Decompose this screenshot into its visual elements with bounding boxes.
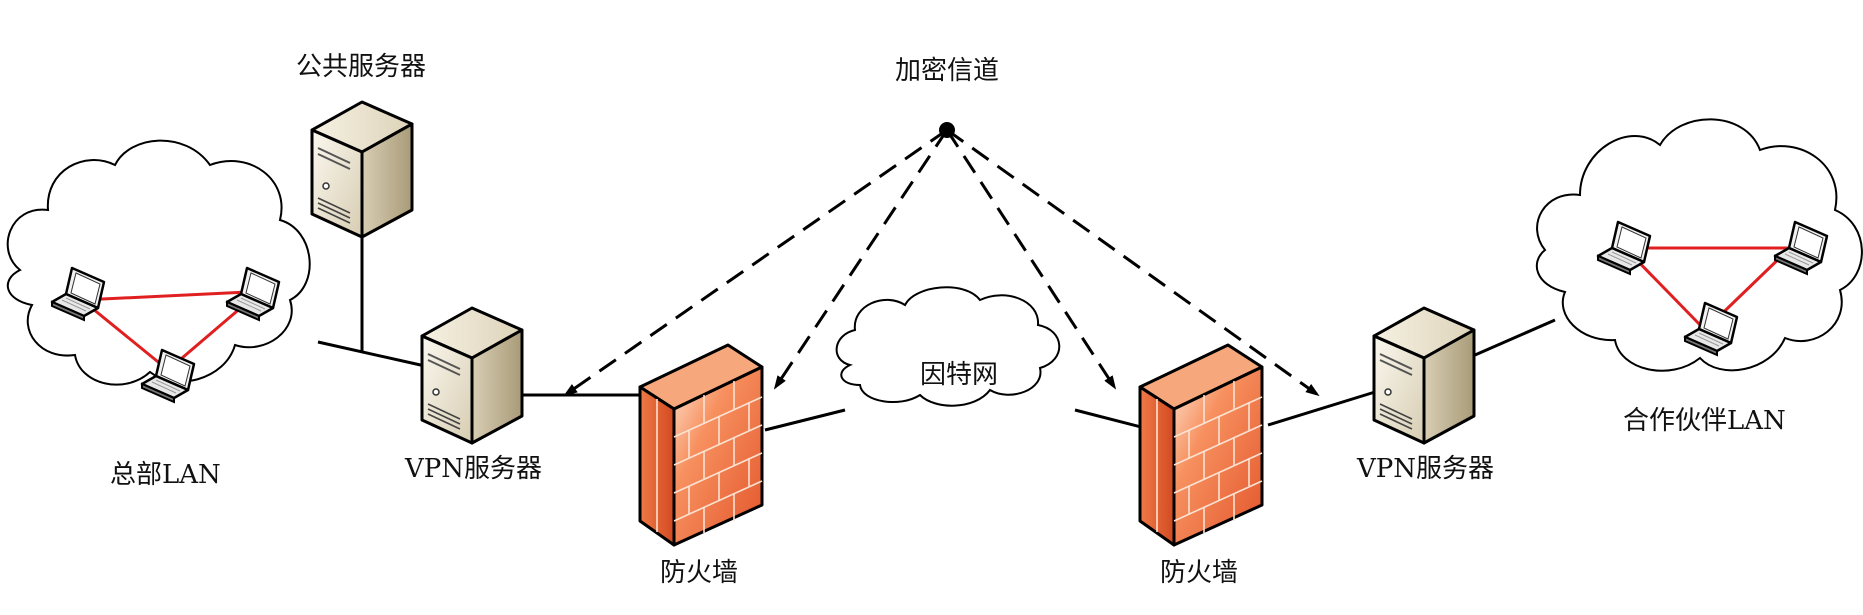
- vpn-server-right-icon: [1372, 306, 1476, 445]
- channel-origin-dot: [939, 122, 955, 138]
- public-server-icon: [310, 100, 414, 239]
- encrypted-channel-arrows: [563, 128, 1320, 397]
- hq-lan-label: 总部LAN: [110, 460, 221, 490]
- vpn-server-right-label: VPN服务器: [1357, 454, 1495, 484]
- partner-lan-cloud: [1535, 118, 1863, 372]
- link-internet-to-firewall: [1074, 408, 1146, 430]
- vpn-server-left-icon: [420, 306, 524, 445]
- firewall-left-label: 防火墙: [660, 558, 739, 588]
- firewall-right-label: 防火墙: [1160, 558, 1239, 588]
- firewall-left-icon: [638, 343, 764, 547]
- firewall-right-icon: [1138, 343, 1264, 547]
- link-firewall-to-vpn: [1267, 390, 1376, 427]
- dashed-arrow: [945, 129, 1117, 390]
- vpn-server-left-label: VPN服务器: [405, 454, 543, 484]
- internet-cloud: [835, 286, 1061, 407]
- public-server-label: 公共服务器: [296, 52, 427, 82]
- internet-label: 因特网: [920, 360, 999, 390]
- dashed-arrow: [563, 128, 948, 397]
- hq-lan-cloud: [6, 139, 311, 386]
- encrypted-channel-label: 加密信道: [895, 56, 1000, 86]
- link-vpn-to-partner: [1474, 318, 1556, 357]
- link-firewall-to-internet: [764, 408, 846, 432]
- link-hq-to-vpn: [317, 340, 426, 368]
- dashed-arrow: [773, 129, 949, 390]
- partner-lan-label: 合作伙伴LAN: [1623, 406, 1786, 436]
- dashed-arrow: [946, 128, 1320, 397]
- links: [317, 237, 1556, 432]
